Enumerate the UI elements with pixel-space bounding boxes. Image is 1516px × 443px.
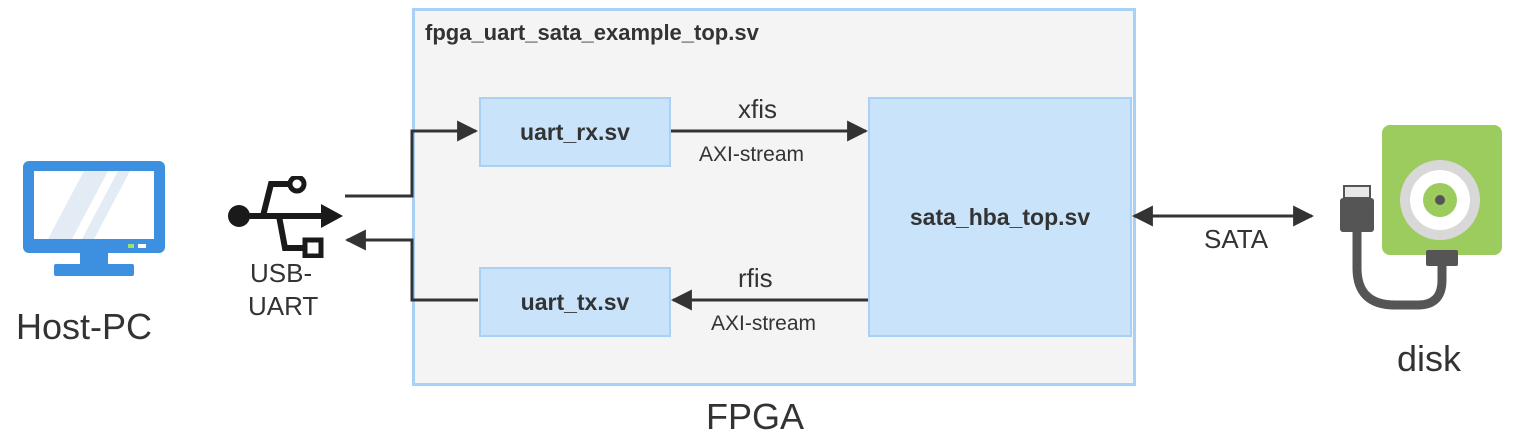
wire-uart-tx-to-usb [344, 229, 478, 302]
rfis-label: rfis [738, 263, 773, 293]
fpga-label: FPGA [706, 396, 805, 437]
xfis-label: xfis [738, 94, 777, 124]
wire-usb-to-uart-rx [345, 120, 479, 198]
uart-rx-module: uart_rx.sv [479, 97, 671, 167]
usb-uart-label-line2: UART [248, 291, 319, 321]
disk-label: disk [1397, 338, 1462, 379]
fpga-top-module-title: fpga_uart_sata_example_top.sv [425, 20, 759, 45]
usb-uart-label-line1: USB- [250, 258, 313, 288]
host-pc-label: Host-PC [16, 306, 153, 347]
uart-tx-module: uart_tx.sv [479, 267, 671, 337]
sata-hba-top-module: sata_hba_top.sv [868, 97, 1132, 337]
usb-icon [228, 176, 343, 258]
monitor-icon [23, 161, 165, 276]
disk-icon [1340, 125, 1502, 310]
axi-stream-bottom-label: AXI-stream [711, 312, 817, 335]
sata-label: SATA [1204, 224, 1269, 254]
axi-stream-top-label: AXI-stream [699, 143, 805, 166]
